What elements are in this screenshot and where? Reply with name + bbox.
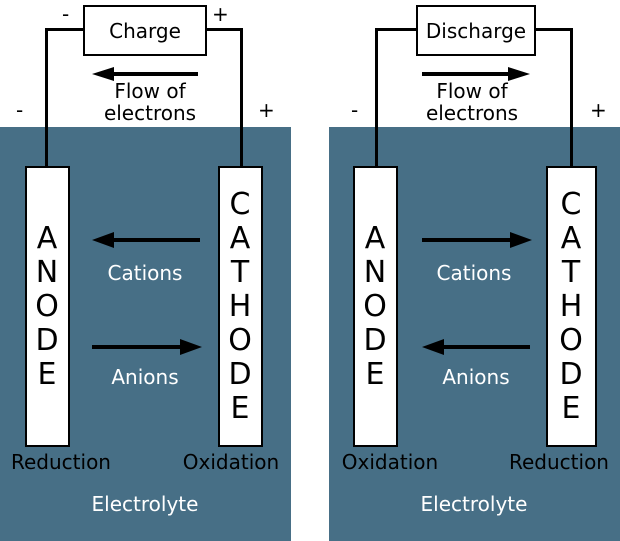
- cathode-reaction-label: Oxidation: [182, 450, 280, 474]
- electrode-letter: A: [364, 220, 387, 256]
- electron-flow-label: Flow of electrons: [425, 79, 519, 125]
- wire-cathode-vertical: [240, 28, 243, 168]
- anions-arrow: [92, 339, 202, 355]
- electrode-letter: A: [36, 220, 59, 256]
- electrolyte-label: Electrolyte: [91, 492, 199, 516]
- anions-label: Anions: [111, 365, 179, 389]
- electron-flow-label: Flow of electrons: [103, 79, 197, 125]
- electrode-letter: A: [560, 220, 583, 256]
- electrode-letter: E: [561, 390, 582, 426]
- electrolyte-label: Electrolyte: [420, 492, 528, 516]
- electrode-letter: N: [363, 254, 388, 290]
- electrode-letter: H: [559, 288, 584, 324]
- electrode-letter: D: [228, 356, 253, 392]
- anions-label: Anions: [442, 365, 510, 389]
- electrode-sign-negative: -: [16, 98, 24, 122]
- electrode-sign-positive: +: [258, 98, 275, 122]
- cations-arrow: [92, 232, 200, 248]
- electrode-letter: O: [559, 322, 584, 358]
- electrode-letter: T: [561, 254, 582, 290]
- electrode-sign-negative: -: [351, 98, 359, 122]
- wire-cathode-vertical: [570, 28, 573, 168]
- electrode-letter: O: [35, 288, 60, 324]
- terminal-sign-positive: +: [212, 2, 229, 26]
- wire-top-right: [534, 28, 573, 31]
- anode-reaction-label: Oxidation: [341, 450, 439, 474]
- electrode-letter: O: [363, 288, 388, 324]
- electrode-letter: H: [228, 288, 253, 324]
- electrode-letter: E: [37, 356, 58, 392]
- process-label: Charge: [109, 18, 181, 43]
- electrode-letter: D: [363, 322, 388, 358]
- electrode-letter: A: [229, 220, 252, 256]
- electrode-letter: E: [365, 356, 386, 392]
- electrode-letter: N: [35, 254, 60, 290]
- anions-arrow: [422, 339, 530, 355]
- process-label-box: Discharge: [416, 5, 536, 56]
- cations-arrow: [422, 232, 532, 248]
- wire-anode-vertical: [45, 28, 48, 168]
- electrode-letter: C: [229, 186, 252, 222]
- electrode-letter: D: [559, 356, 584, 392]
- process-label: Discharge: [425, 18, 527, 43]
- electrode-letter: T: [230, 254, 251, 290]
- process-label-box: Charge: [83, 5, 207, 56]
- wire-top-left: [375, 28, 416, 31]
- cations-label: Cations: [107, 261, 183, 285]
- anode-reaction-label: Reduction: [11, 450, 111, 474]
- electron-flow-arrow: [422, 67, 530, 81]
- electrode-letter: C: [560, 186, 583, 222]
- electrode-letter: O: [228, 322, 253, 358]
- terminal-sign-negative: -: [62, 2, 70, 26]
- electrode-letter: D: [35, 322, 60, 358]
- electrode-sign-positive: +: [590, 98, 607, 122]
- cations-label: Cations: [436, 261, 512, 285]
- cathode-reaction-label: Reduction: [509, 450, 609, 474]
- wire-top-right: [205, 28, 243, 31]
- electron-flow-arrow: [92, 67, 198, 81]
- wire-top-left: [45, 28, 83, 31]
- electrode-letter: E: [230, 390, 251, 426]
- wire-anode-vertical: [375, 28, 378, 168]
